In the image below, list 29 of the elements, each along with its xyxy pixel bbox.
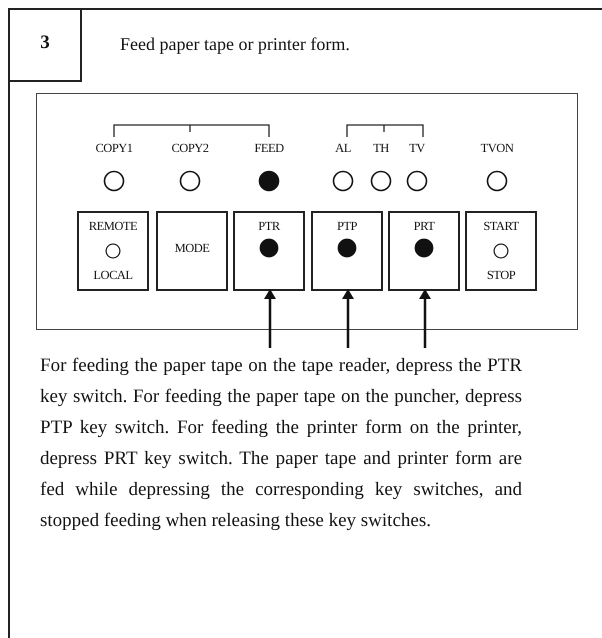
- key-label: PRT: [412, 219, 436, 234]
- key-switch: [311, 211, 383, 291]
- key-label: MODE: [174, 241, 210, 256]
- key-switch: [388, 211, 460, 291]
- instruction-text: For feeding the paper tape on the tape reader, depress the PTR key switch. For feeding the paper tape on the puncher, depress PTP key switch. For feeding the printer form on the printer, depress PRT key switch. The paper tape and printer form are fed while depressing the corresponding key switches, and stopped feeding when releasing these key switches.: [40, 350, 522, 536]
- key-label: REMOTE: [88, 219, 138, 234]
- lamp-label: AL: [335, 141, 351, 156]
- lamp-label: TV: [409, 141, 425, 156]
- lamp-label: TH: [373, 141, 389, 156]
- step-number: 3: [39, 32, 51, 54]
- control-panel: [36, 93, 578, 330]
- key-switch: [77, 211, 149, 291]
- key-label: PTR: [257, 219, 282, 234]
- step-title: Feed paper tape or printer form.: [120, 34, 350, 55]
- key-label: PTP: [336, 219, 358, 234]
- lamp-label: COPY1: [95, 141, 133, 156]
- arrow: [264, 289, 276, 348]
- arrow: [419, 289, 431, 348]
- lamp-label: TVON: [480, 141, 514, 156]
- lamp-label: FEED: [254, 141, 284, 156]
- key-switch: [156, 211, 228, 291]
- key-label: STOP: [486, 268, 516, 283]
- key-label: START: [482, 219, 520, 234]
- step-number-box: [8, 8, 82, 82]
- lamp-label: COPY2: [171, 141, 209, 156]
- key-switch: [233, 211, 305, 291]
- key-switch: [465, 211, 537, 291]
- key-label: LOCAL: [92, 268, 134, 283]
- arrow: [342, 289, 354, 348]
